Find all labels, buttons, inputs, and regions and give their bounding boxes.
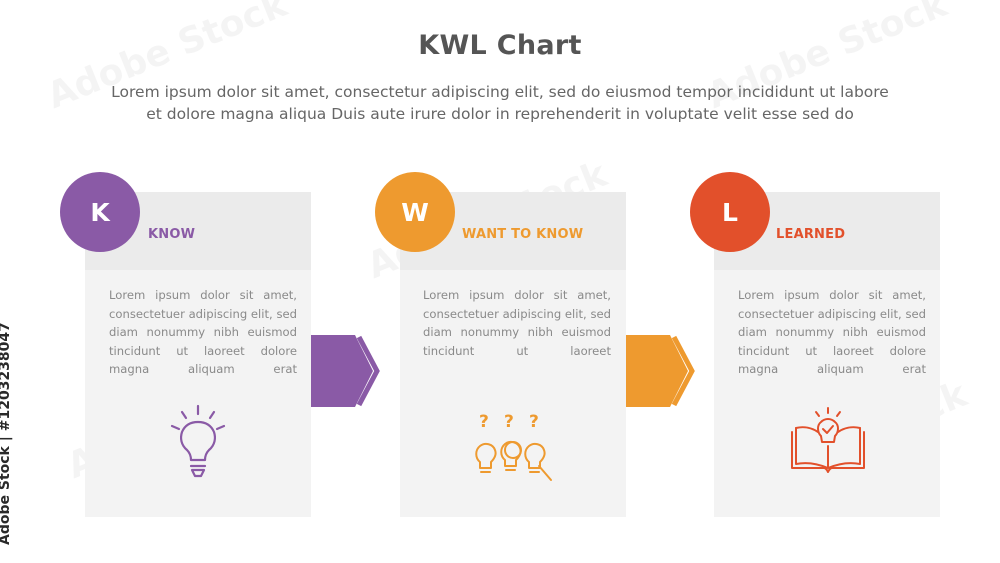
want-label: WANT TO KNOW [462,227,584,242]
want-letter: W [401,197,429,227]
know-label: KNOW [148,227,196,242]
know-card [85,192,311,517]
svg-text:?: ? [479,412,489,432]
learned-circle: L [690,172,770,252]
subtitle-line: et dolore magna aliqua Duis aute irure d… [146,105,854,123]
want-body: Lorem ipsum dolor sit amet, consectetuer… [423,288,611,358]
page-title: KWL Chart [418,30,582,61]
want-circle: W [375,172,455,252]
svg-text:?: ? [504,412,514,432]
arrow-know-to-want [311,335,380,407]
svg-text:?: ? [529,412,539,432]
learned-body: Lorem ipsum dolor sit amet, consectetuer… [738,288,926,376]
lightbulb-icon [170,404,226,478]
page-subtitle: Lorem ipsum dolor sit amet, consectetur … [40,81,960,125]
arrow-want-to-learned [626,335,695,407]
stock-credit: Adobe Stock | #1203238047 [0,322,13,545]
know-letter: K [90,197,110,227]
know-circle: K [60,172,140,252]
subtitle-line: Lorem ipsum dolor sit amet, consectetur … [111,83,889,101]
learned-letter: L [722,197,738,227]
learned-label: LEARNED [776,227,846,242]
know-body: Lorem ipsum dolor sit amet, consectetuer… [109,288,297,376]
learned-card [714,192,940,517]
question-bulbs-icon: ? ? ? [475,412,552,481]
book-lightbulb-icon [791,407,865,473]
